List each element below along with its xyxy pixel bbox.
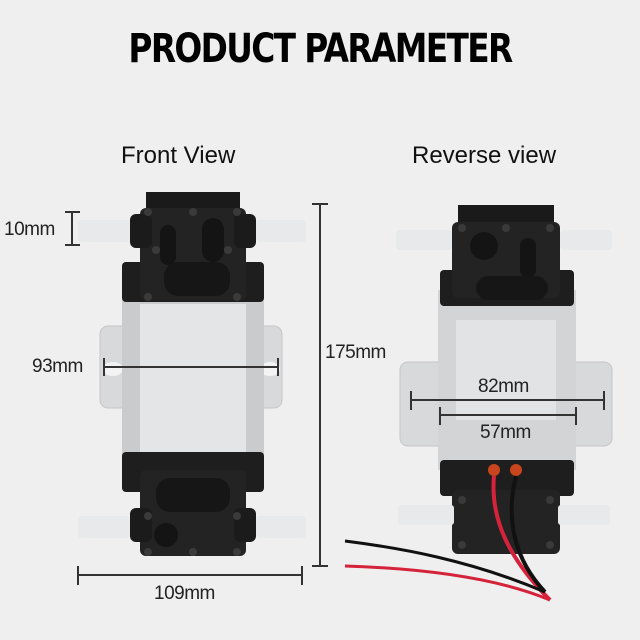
dim-label-mount-outer: 82mm bbox=[478, 376, 529, 397]
dim-label-bracket-width: 93mm bbox=[32, 356, 83, 377]
dim-label-inlet: 10mm bbox=[4, 219, 55, 240]
dim-label-mount-inner: 57mm bbox=[480, 422, 531, 443]
front-pump-image bbox=[78, 192, 306, 556]
page-title: PRODUCT PARAMETER bbox=[128, 26, 513, 72]
front-view-heading: Front View bbox=[121, 142, 236, 169]
reverse-view-heading: Reverse view bbox=[412, 142, 557, 169]
reverse-pump-image bbox=[344, 205, 613, 602]
dimension-lines bbox=[65, 203, 605, 585]
dim-label-total-height: 175mm bbox=[325, 342, 386, 363]
dim-label-total-width: 109mm bbox=[154, 583, 215, 604]
